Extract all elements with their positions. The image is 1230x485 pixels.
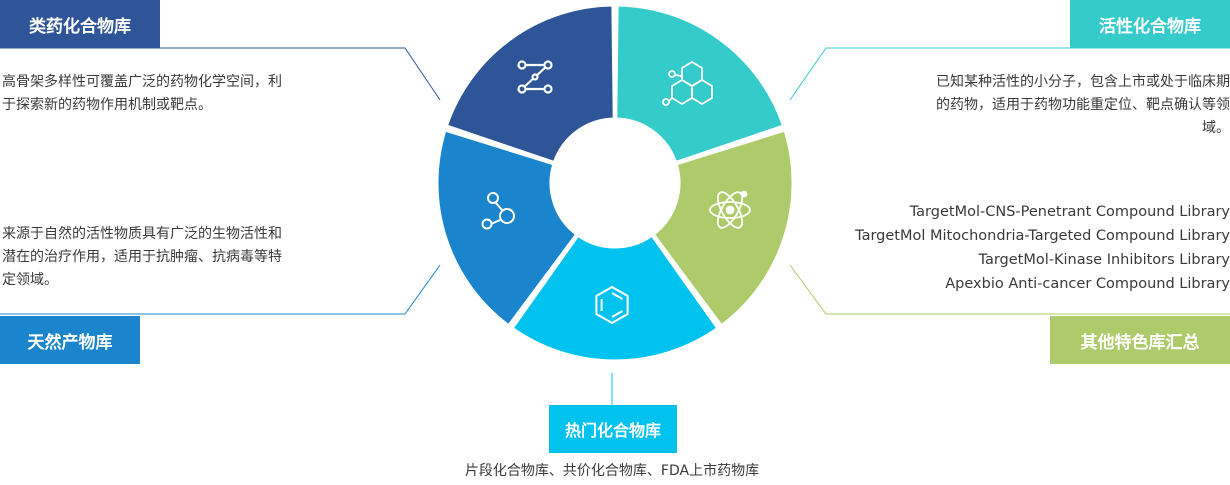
description-natural: 来源于自然的活性物质具有广泛的生物活性和潜在的治疗作用，适用于抗肿瘤、抗病毒等特… [2, 226, 282, 288]
library-item: Apexbio Anti-cancer Compound Library [945, 276, 1230, 292]
description-active: 已知某种活性的小分子，包含上市或处于临床期的药物，适用于药物功能重定位、靶点确认… [936, 74, 1230, 136]
library-item: TargetMol-CNS-Penetrant Compound Library [909, 204, 1230, 220]
segment-drug-like[interactable] [444, 3, 616, 165]
atom-icon [709, 190, 751, 229]
label-other[interactable]: 其他特色库汇总 [1050, 316, 1230, 364]
label-natural-text: 天然产物库 [27, 332, 113, 353]
connector-active [789, 47, 1230, 101]
library-item: TargetMol Mitochondria-Targeted Compound… [855, 228, 1230, 244]
connector-other [789, 264, 1230, 315]
label-popular-text: 热门化合物库 [564, 421, 661, 440]
benzene-ring-icon [595, 285, 629, 325]
molecule-nodes-icon [481, 192, 515, 230]
description-popular: 片段化合物库、共价化合物库、FDA上市药物库 [464, 463, 760, 479]
segment-active[interactable] [614, 3, 786, 165]
network-graph-icon [517, 60, 553, 94]
polycyclic-molecule-icon [662, 60, 713, 106]
segment-natural[interactable] [435, 128, 579, 328]
connector-natural [0, 264, 441, 315]
segment-popular[interactable] [510, 233, 720, 363]
description-drug-like: 高骨架多样性可覆盖广泛的药物化学空间，利于探索新的药物作用机制或靶点。 [2, 74, 282, 113]
label-other-text: 其他特色库汇总 [1080, 332, 1200, 353]
label-active-text: 活性化合物库 [1099, 16, 1201, 37]
library-item: TargetMol-Kinase Inhibitors Library [978, 252, 1230, 268]
label-popular[interactable]: 热门化合物库 [549, 405, 677, 453]
label-active[interactable]: 活性化合物库 [1070, 0, 1230, 48]
connector-drug-like [0, 47, 441, 101]
label-drug-like[interactable]: 类药化合物库 [0, 0, 160, 48]
label-drug-like-text: 类药化合物库 [29, 16, 131, 37]
label-natural[interactable]: 天然产物库 [0, 316, 140, 364]
library-list: TargetMol-CNS-Penetrant Compound Library… [820, 200, 1230, 296]
